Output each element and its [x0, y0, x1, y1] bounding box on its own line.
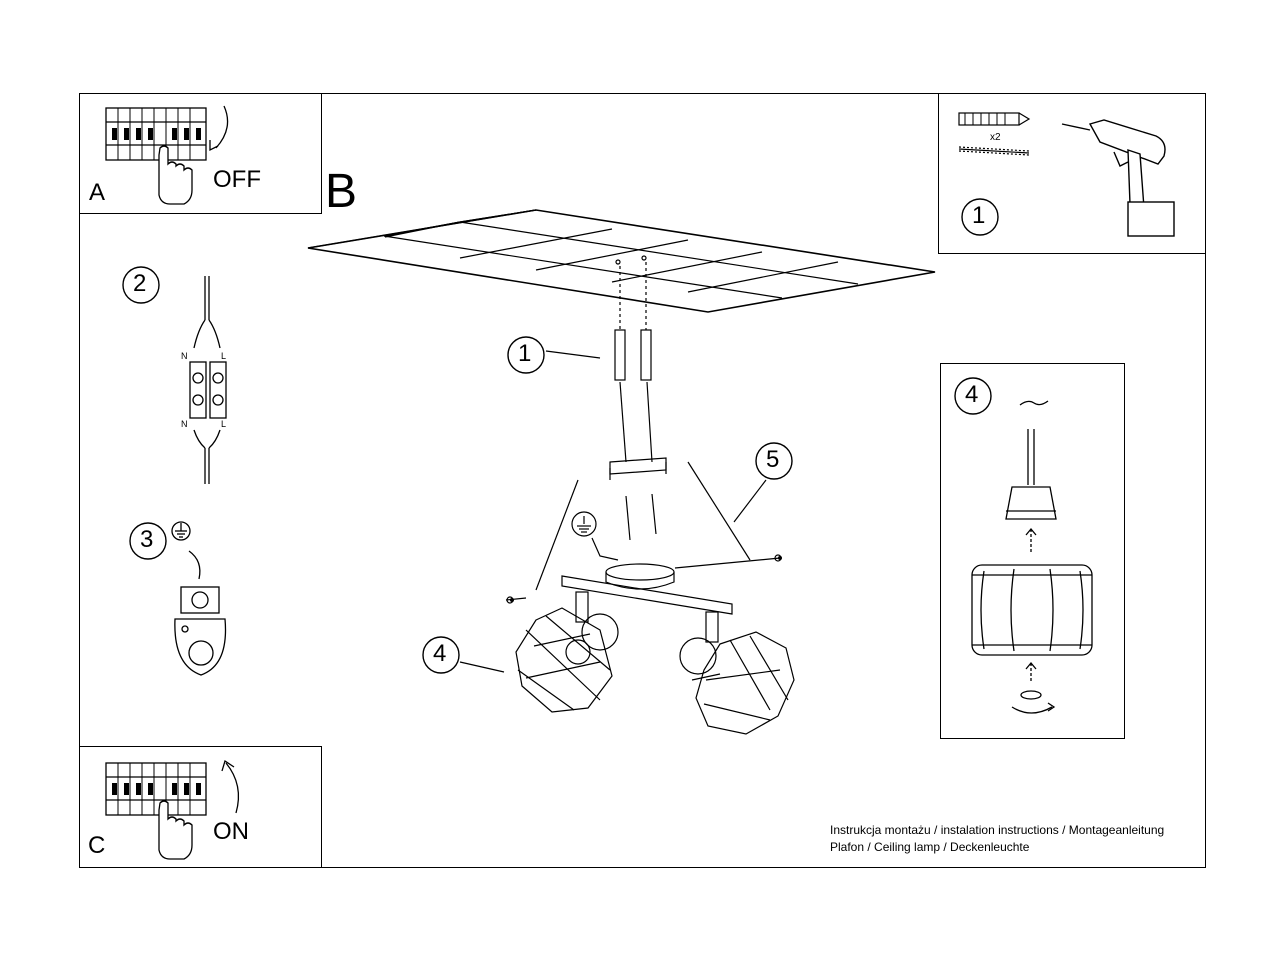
drill-panel-frame: [938, 93, 1206, 254]
instruction-sheet-frame: [79, 93, 1206, 868]
panel-a-letter: A: [89, 179, 106, 206]
step-number-circle: [422, 636, 460, 674]
panel-a-action: OFF: [213, 166, 261, 193]
breaker-panel-on-icon: [105, 759, 240, 860]
step4-number: 4: [433, 640, 447, 667]
step-number-circle: [129, 522, 167, 560]
panel-c-letter: C: [88, 832, 106, 859]
panel-a-frame: [79, 93, 322, 214]
step3-number: 3: [140, 526, 154, 553]
step-number-circle: [507, 336, 545, 374]
step-number-circle: [755, 442, 793, 480]
terminal-block-icon: [189, 276, 227, 484]
drill-panel-step-number: 1: [972, 202, 986, 229]
panel-c-frame: [79, 746, 322, 868]
lampshade-detail-icon: [971, 400, 1093, 714]
wire-top-n-label: N: [181, 351, 188, 361]
shade-panel-step-number: 4: [965, 381, 979, 408]
footer-line-2: Plafon / Ceiling lamp / Deckenleuchte: [830, 840, 1030, 854]
wire-bottom-n-label: N: [181, 419, 188, 429]
wall-plug-icon: [958, 112, 1031, 156]
drill-icon: [1061, 119, 1175, 237]
step5-number: 5: [766, 446, 780, 473]
step1-number: 1: [518, 340, 532, 367]
step-number-circle: [961, 198, 999, 236]
plug-count-label: x2: [990, 132, 1001, 143]
shade-panel-frame: [940, 363, 1125, 739]
ceiling-lamp-assembly-diagram: [307, 209, 936, 735]
panel-b-letter: B: [325, 165, 358, 218]
footer-line-1: Instrukcja montażu / instalation instruc…: [830, 823, 1165, 837]
wire-top-l-label: L: [221, 351, 227, 361]
step-number-circle: [122, 266, 160, 304]
wire-bottom-l-label: L: [221, 419, 227, 429]
footer-text: Instrukcja montażu / instalation instruc…: [830, 822, 1164, 856]
panel-c-action: ON: [213, 818, 249, 845]
step-number-circle: [954, 377, 992, 415]
step2-number: 2: [133, 270, 147, 297]
ground-terminal-icon: [171, 521, 227, 676]
breaker-panel-off-icon: [105, 105, 229, 205]
